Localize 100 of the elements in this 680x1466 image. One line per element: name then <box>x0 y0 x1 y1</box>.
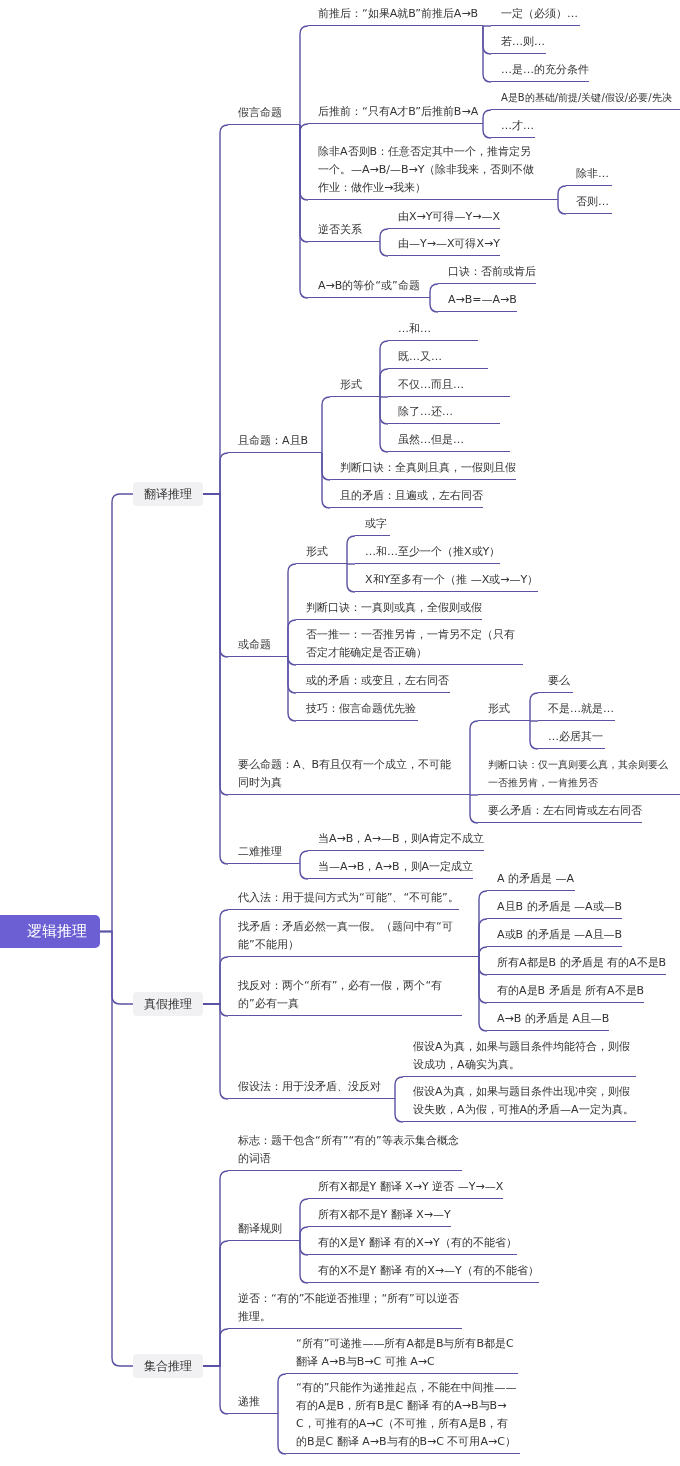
branch-connector <box>379 241 389 257</box>
topic-label: 形式 <box>296 543 347 564</box>
branch-connector <box>529 692 539 722</box>
branch-connector <box>529 720 539 750</box>
topic-label: 判断口诀：全真则且真，一假则且假 <box>330 459 516 480</box>
topic-label: A或B 的矛盾是 —A且—B <box>487 926 623 947</box>
topic-label: 虽然…但是… <box>388 431 510 452</box>
topic-label: 所有A都是B 的矛盾是 有的A不是B <box>487 954 667 975</box>
branch-connector <box>287 656 297 722</box>
branch-connector <box>557 185 567 201</box>
topic-label: 所有X都是Y 翻译 X→Y 逆否 —Y→—X <box>308 1178 504 1199</box>
topic-label: 判断口诀：仅一真则要么真，其余则要么一否推另肯，一肯推另否 <box>478 756 680 795</box>
topic-label: 除非… <box>566 165 612 186</box>
topic-label: 后推前：“只有A才B”后推前B→A <box>308 103 483 124</box>
branch-connector <box>277 1413 287 1455</box>
topic-label: 有的X不是Y 翻译 有的X→—Y（有的不能省） <box>308 1262 539 1283</box>
topic-label: 由X→Y可得—Y→—X <box>388 208 500 229</box>
topic-label: X和Y至多有一个（推 —X或→—Y） <box>355 571 539 592</box>
topic-label: …是…的充分条件 <box>491 61 589 82</box>
branch-connector <box>557 199 567 215</box>
topic-label: 不仅…而且… <box>388 376 510 397</box>
branch-connector <box>299 1226 309 1242</box>
topic-label: 由—Y→—X可得X→Y <box>388 235 500 256</box>
topic-label: “有的”只能作为递推起点，不能在中间推——有的A是B，所有B是C 翻译 有的A→B与B→C，可推有的A→C（不可推，所有A是B，有的B是C 翻译 A→B与有的B→C 不可用A→C） <box>286 1379 520 1454</box>
main-branch-topic: 翻译推理 <box>133 482 203 506</box>
branch-connector <box>478 946 488 958</box>
branch-connector <box>482 109 492 125</box>
topic-label: 有的A是B 矛盾是 所有A不是B <box>487 982 645 1003</box>
branch-connector <box>346 563 356 593</box>
branch-connector <box>346 563 356 565</box>
branch-connector <box>379 396 389 398</box>
branch-connector <box>379 396 389 453</box>
topic-label: 标志：题干包含“所有”“有的”等表示集合概念的词语 <box>228 1132 462 1171</box>
branch-connector <box>469 794 479 796</box>
branch-connector <box>299 124 309 299</box>
topic-label: 要么命题：A、B有且仅有一个成立，不可能同时为真 <box>228 756 470 795</box>
branch-connector <box>482 123 492 139</box>
topic-label: 代入法：用于提问方式为“可能”、“不可能”。 <box>228 889 459 910</box>
main-branch-topic: 真假推理 <box>133 992 203 1016</box>
topic-label: 形式 <box>330 376 380 397</box>
topic-label: 口诀：否前或肯后 <box>438 263 536 284</box>
topic-label: 要么 <box>538 672 573 693</box>
branch-connector <box>482 25 492 27</box>
topic-label: 否一推一：一否推另肯，一肯另不定（只有否定才能确定是否正确） <box>296 626 523 665</box>
branch-connector <box>321 452 331 509</box>
topic-label: 逆否：“有的”不能逆否推理；“所有”可以逆否推理。 <box>228 1290 462 1329</box>
branch-connector <box>478 956 488 1032</box>
branch-connector <box>202 1003 229 1100</box>
branch-connector <box>482 25 492 83</box>
topic-label: A 的矛盾是 —A <box>487 870 575 891</box>
branch-connector <box>299 863 309 880</box>
main-branch-topic: 集合推理 <box>133 1354 203 1378</box>
topic-label: 假言命题 <box>228 104 300 125</box>
topic-label: A→B 的矛盾是 A且—B <box>487 1010 610 1031</box>
branch-connector <box>299 25 309 126</box>
topic-label: 形式 <box>478 700 530 721</box>
topic-label: 有的X是Y 翻译 有的X→Y（有的不能省） <box>308 1234 517 1255</box>
topic-label: 一定（必须）… <box>491 5 580 26</box>
branch-connector <box>469 720 479 796</box>
topic-label: 或字 <box>355 515 390 536</box>
branch-connector <box>287 619 297 658</box>
topic-label: 若…则… <box>491 33 546 54</box>
topic-label: 找反对：两个“所有”，必有一假，两个“有的”必有一真 <box>228 977 462 1016</box>
topic-label: 找矛盾：矛盾必然一真一假。（题问中有“可能”不能用） <box>228 918 479 957</box>
topic-label: 递推 <box>228 1393 278 1414</box>
topic-label: 逆否关系 <box>308 221 380 242</box>
branch-connector <box>529 720 539 722</box>
topic-label: 当A→B，A→—B，则A肯定不成立 <box>308 830 485 851</box>
topic-label: 技巧：假言命题优先验 <box>296 700 418 721</box>
branch-connector <box>299 850 309 865</box>
topic-label: 且命题：A且B <box>228 432 322 453</box>
topic-label: 除了…还… <box>388 403 500 424</box>
topic-label: A是B的基础/前提/关键/假设/必要/先决 <box>491 89 680 110</box>
branch-connector <box>429 297 439 313</box>
branch-connector <box>394 1098 404 1123</box>
branch-connector <box>99 930 134 1367</box>
topic-label: 二难推理 <box>228 843 300 864</box>
topic-label: 既…又… <box>388 348 488 369</box>
topic-label: 假设A为真，如果与题目条件出现冲突，则假设失败，A为假，可推A的矛盾—A一定为真。 <box>403 1083 636 1122</box>
topic-label: 或命题 <box>228 636 288 657</box>
branch-connector <box>394 1076 404 1100</box>
topic-label: 翻译规则 <box>228 1220 300 1241</box>
branch-connector <box>202 1365 229 1415</box>
topic-label: 否则… <box>566 193 612 214</box>
topic-label: 假设法：用于没矛盾、没反对 <box>228 1078 395 1099</box>
branch-connector <box>321 396 331 454</box>
topic-label: …和…至少一个（推X或Y） <box>355 543 501 564</box>
topic-label: A→B=—A→B <box>438 291 517 312</box>
topic-label: 除非A否则B：任意否定其中一个，推肯定另一个。—A→B/—B→Y（除非我来，否则不做作业：做作业→我来） <box>308 143 558 200</box>
branch-connector <box>429 283 439 299</box>
branch-connector <box>299 1240 309 1284</box>
branch-connector <box>469 794 479 824</box>
topic-label: …才… <box>491 117 535 138</box>
topic-label: A且B 的矛盾是 —A或—B <box>487 898 623 919</box>
topic-label: 假设A为真，如果与题目条件均能符合，则假设成功，A确实为真。 <box>403 1038 636 1077</box>
topic-label: …和… <box>388 320 478 341</box>
topic-label: “所有”可递推——所有A都是B与所有B都是C 翻译 A→B与B→C 可推 A→C <box>286 1335 518 1374</box>
topic-label: 判断口诀：一真则或真，全假则或假 <box>296 599 482 620</box>
topic-label: 当—A→B，A→B，则A一定成立 <box>308 858 474 879</box>
topic-label: 前推后：“如果A就B”前推后A→B <box>308 5 483 26</box>
